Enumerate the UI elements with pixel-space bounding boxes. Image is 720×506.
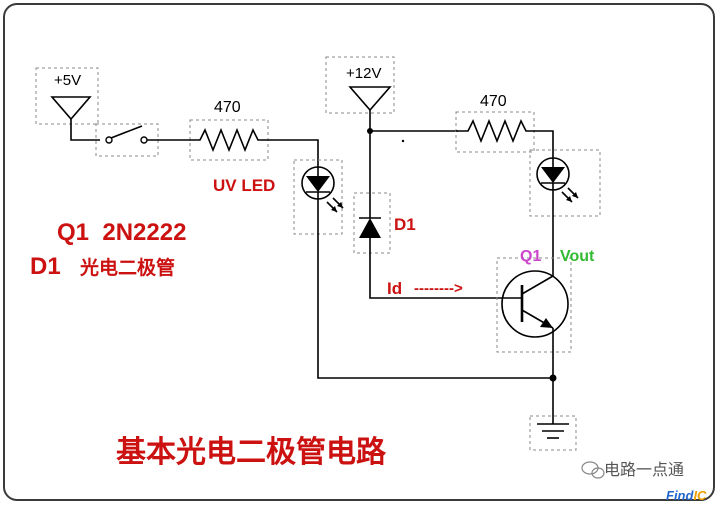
uv-led: UV LED — [213, 159, 344, 235]
plus5v-box — [35, 67, 99, 125]
uv-led-triangle-icon — [306, 176, 330, 192]
watermark-brand: 电路一点通 — [604, 461, 684, 479]
plus12v-box — [325, 56, 395, 114]
plus12v-triangle-icon — [348, 86, 392, 112]
r2-value-label: 470 — [480, 93, 507, 110]
photodiode-d1: D1 — [353, 131, 416, 254]
switch-lever — [110, 125, 143, 139]
wire-r1-led — [270, 139, 319, 166]
r1-value-label: 470 — [214, 99, 241, 116]
plus12v-source: +12V — [325, 56, 395, 114]
q1-collector — [521, 275, 554, 295]
wire-d1-base — [369, 238, 505, 299]
watermark: 电路一点通 FindIC — [581, 461, 707, 503]
switch-contact-left — [105, 136, 113, 144]
plus5v-label: +5V — [54, 72, 81, 89]
output-led-box — [529, 149, 601, 217]
legend-q1: Q1 2N2222 — [57, 219, 186, 246]
wire-led-ground — [317, 232, 553, 379]
uv-led-ray-arrow-1-icon — [331, 206, 337, 212]
switch-contact-right — [140, 136, 148, 144]
resistor-r1: 470 — [188, 99, 270, 161]
plus5v-triangle-icon — [50, 96, 92, 121]
plus5v-source: +5V — [35, 67, 99, 125]
q1-body — [501, 270, 569, 338]
watermark-logo: FindIC — [666, 488, 707, 503]
r2-box — [455, 111, 535, 153]
q1-label: Q1 — [520, 248, 541, 265]
plus12v-label: +12V — [346, 65, 381, 82]
r2-zigzag-icon — [456, 118, 538, 144]
uv-led-label: UV LED — [213, 176, 275, 195]
outer-frame — [3, 3, 715, 501]
r1-zigzag-icon — [188, 127, 270, 153]
ground-symbol — [529, 415, 577, 451]
id-arrow: --------> — [414, 280, 463, 297]
wire-r2-led2 — [538, 130, 554, 157]
stray-dot — [401, 139, 405, 143]
legend-d1-tag: D1 — [30, 253, 61, 280]
transistor-q1: Q1 Vout — [496, 248, 595, 378]
id-label: Id — [387, 279, 402, 298]
wire-5v-switch — [70, 119, 100, 141]
resistor-r2: 470 — [455, 93, 538, 153]
d1-label: D1 — [394, 215, 416, 234]
diagram-title: 基本光电二极管电路 — [116, 436, 387, 469]
ground-box — [529, 415, 577, 451]
output-led — [529, 149, 601, 217]
legend-d1-text: 光电二极管 — [79, 256, 175, 279]
output-led-triangle-icon — [541, 167, 565, 183]
d1-triangle-icon — [359, 218, 381, 238]
q1-emitter-arrow-icon — [540, 318, 553, 328]
wechat-icon — [581, 461, 605, 479]
q1-box — [496, 257, 572, 353]
d1-box — [353, 192, 391, 254]
r1-box — [189, 119, 269, 161]
uv-led-ray-arrow-2-icon — [337, 202, 343, 208]
output-led-ray-arrow-1-icon — [566, 196, 572, 202]
output-led-ray-arrow-2-icon — [572, 192, 578, 198]
vout-label: Vout — [560, 248, 595, 265]
